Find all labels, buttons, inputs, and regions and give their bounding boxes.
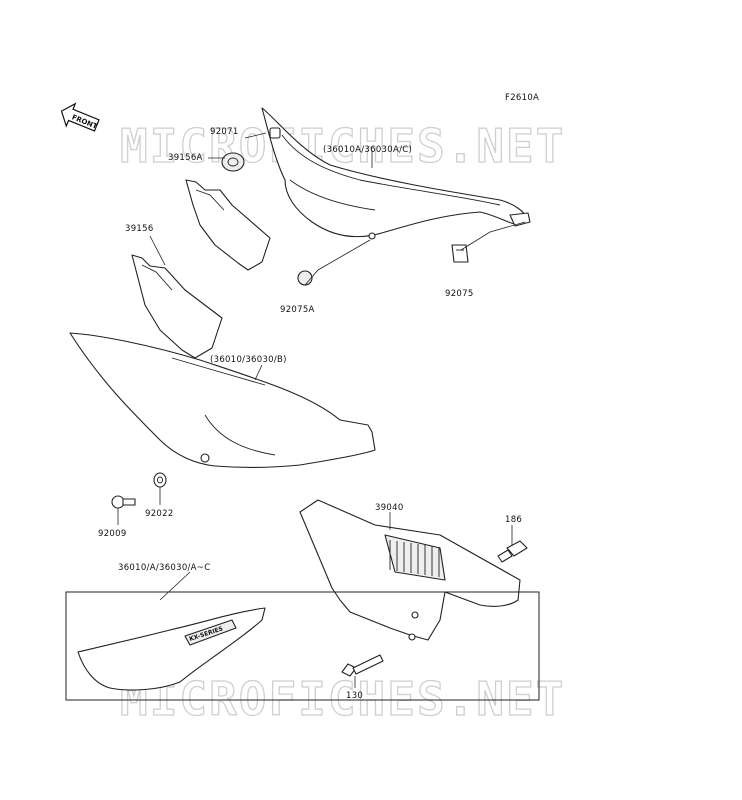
grommet-92071 — [221, 152, 245, 172]
bolt-130 — [341, 654, 384, 677]
label-92075: 92075 — [445, 289, 474, 299]
chain-guard-39040 — [299, 499, 521, 641]
washer-92022 — [153, 472, 167, 488]
figure-code: F2610A — [505, 93, 539, 103]
label-39040: 39040 — [375, 503, 404, 513]
screw-92009 — [111, 495, 136, 509]
label-92075A: 92075A — [280, 305, 315, 315]
label-36010-inset: 36010/A/36030/A~C — [118, 563, 210, 573]
watermark-top: MICROFICHES.NET — [120, 119, 565, 173]
bolt-186 — [497, 540, 528, 563]
label-92071: 92071 — [210, 127, 239, 137]
leader-lines — [117, 132, 526, 688]
front-arrow-icon: FRONT — [60, 102, 100, 132]
label-186: 186 — [505, 515, 522, 525]
side-cover-left-lower — [69, 332, 376, 468]
label-39156: 39156 — [125, 224, 154, 234]
label-36010: (36010/36030/B) — [210, 355, 287, 365]
grommet-92075A — [297, 270, 313, 286]
watermark-bottom: MICROFICHES.NET — [120, 672, 565, 726]
label-92022: 92022 — [145, 509, 174, 519]
pad-39156A — [185, 179, 271, 271]
clip-92075 — [451, 244, 469, 263]
inset-box: KX-SERIES — [65, 591, 540, 701]
label-130: 130 — [346, 691, 363, 701]
label-39156A: 39156A — [168, 153, 203, 163]
label-92009: 92009 — [98, 529, 127, 539]
label-36010A: (36010A/36030A/C) — [323, 145, 412, 155]
pad-39156 — [131, 254, 223, 359]
side-cover-right-upper — [261, 107, 531, 240]
